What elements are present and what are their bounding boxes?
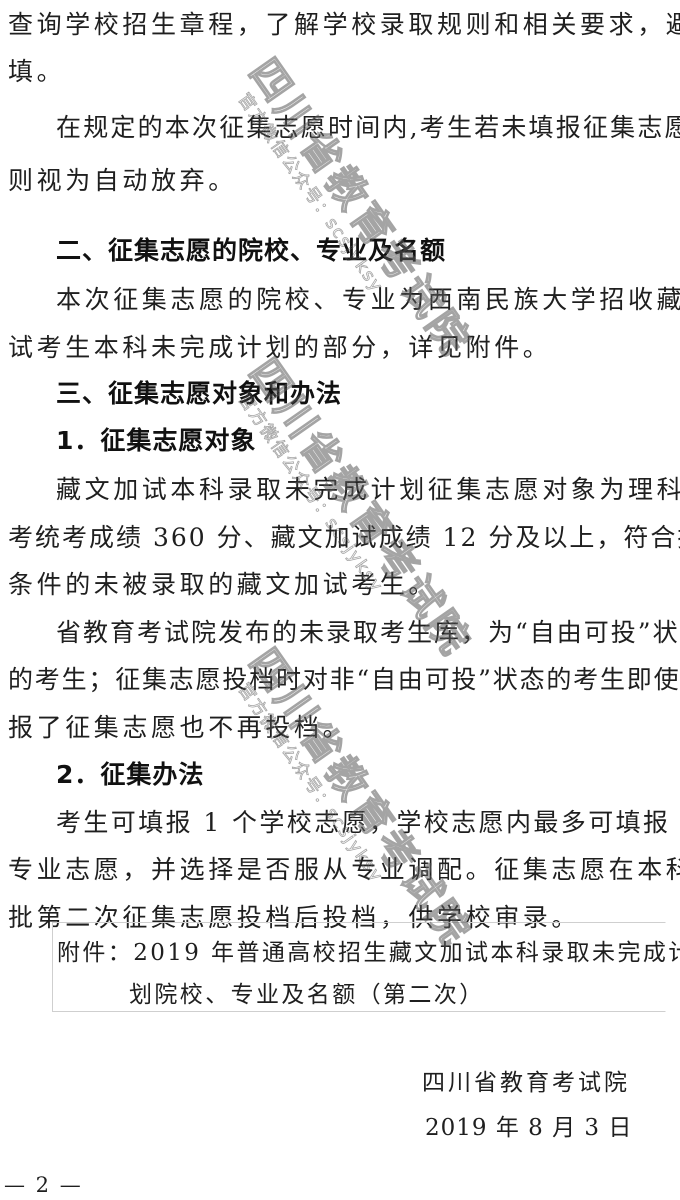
paragraph-line: 考生可填报 1 个学校志愿，学校志愿内最多可填报 6 个	[56, 808, 680, 837]
paragraph-line: 专业志愿，并选择是否服从专业调配。征集志愿在本科第二	[8, 855, 680, 884]
subsection-heading-2: 2．征集办法	[56, 760, 205, 789]
paragraph-line: 则视为自动放弃。	[8, 166, 237, 195]
paragraph-line: 考统考成绩 360 分、藏文加试成绩 12 分及以上，符合报考	[8, 523, 680, 552]
subsection-heading-1: 1．征集志愿对象	[56, 426, 257, 455]
paragraph-line: 省教育考试院发布的未录取考生库，为“自由可投”状态	[56, 618, 680, 647]
paragraph-line: 试考生本科未完成计划的部分，详见附件。	[8, 333, 552, 362]
watermark-main-text: 四川省教育考试院	[239, 50, 480, 366]
paragraph-line: 报了征集志愿也不再投档。	[8, 713, 352, 742]
paragraph-line: 填。	[8, 57, 66, 86]
page-number: — 2 —	[4, 1173, 83, 1197]
section-heading-2: 二、征集志愿的院校、专业及名额	[56, 236, 447, 265]
signature-organization: 四川省教育考试院	[422, 1070, 630, 1096]
attachment-line: 附件：2019 年普通高校招生藏文加试本科录取未完成计	[57, 940, 680, 966]
attachment-line: 划院校、专业及名额（第二次）	[129, 982, 485, 1008]
signature-date: 2019 年 8 月 3 日	[425, 1115, 633, 1141]
paragraph-line: 在规定的本次征集志愿时间内,考生若未填报征集志愿,	[56, 113, 680, 142]
paragraph-line: 本次征集志愿的院校、专业为西南民族大学招收藏文加	[56, 285, 680, 314]
paragraph-line: 批第二次征集志愿投档后投档，供学校审录。	[8, 903, 581, 932]
paragraph-line: 条件的未被录取的藏文加试考生。	[8, 570, 438, 599]
paragraph-line: 的考生；征集志愿投档时对非“自由可投”状态的考生即使填	[8, 665, 680, 694]
attachment-box: 附件：2019 年普通高校招生藏文加试本科录取未完成计 划院校、专业及名额（第二…	[52, 922, 680, 1012]
section-heading-3: 三、征集志愿对象和办法	[56, 379, 343, 408]
paragraph-line: 查询学校招生章程，了解学校录取规则和相关要求，避免误	[8, 10, 680, 39]
paragraph-line: 藏文加试本科录取未完成计划征集志愿对象为理科高	[56, 475, 680, 504]
